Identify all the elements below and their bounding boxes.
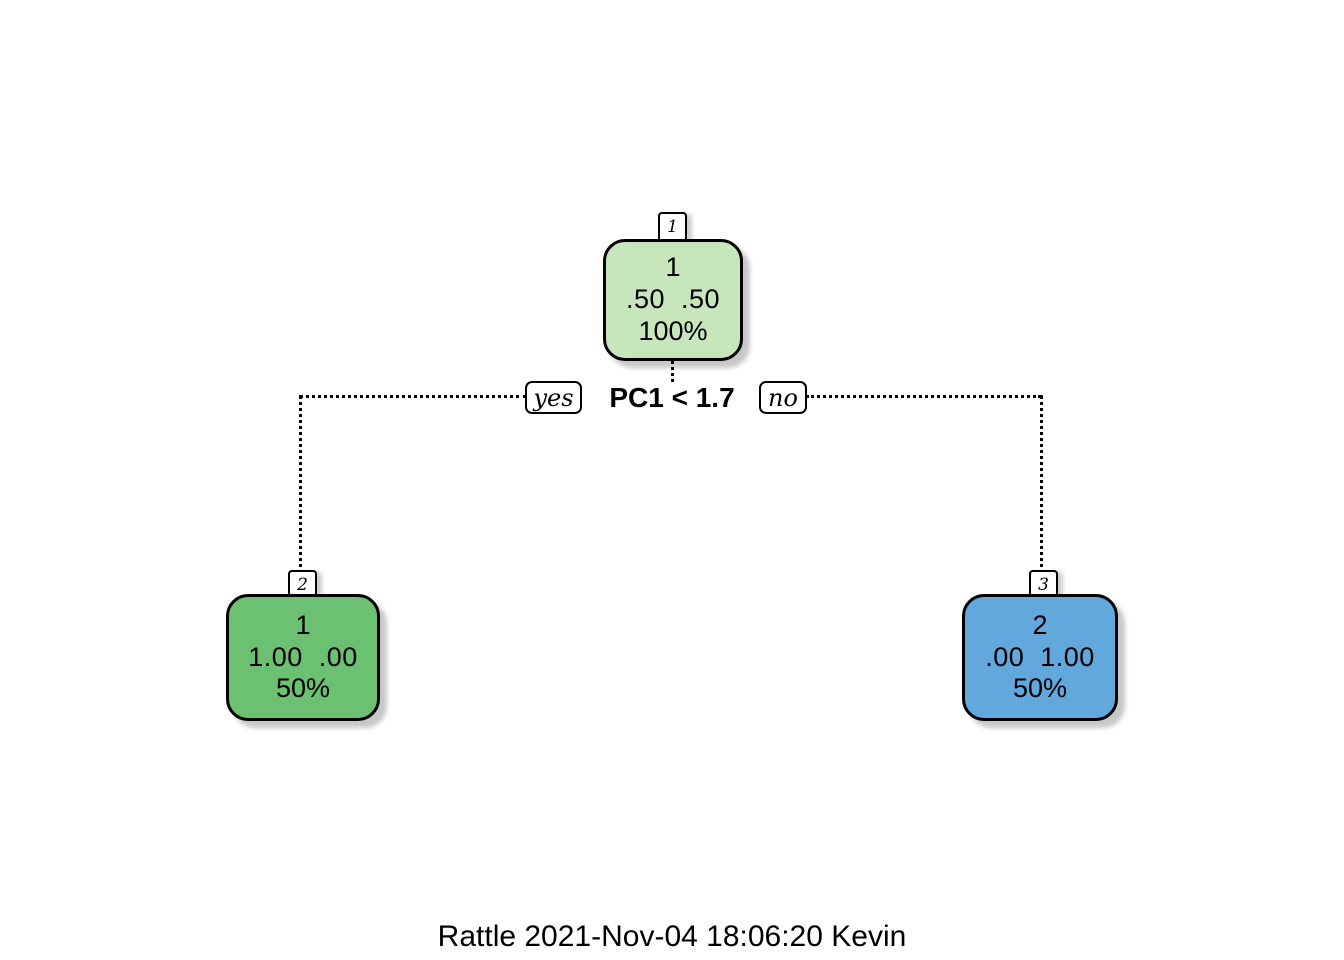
- node-3-class: 2: [1032, 609, 1048, 640]
- node-tab-2: 2: [288, 570, 317, 598]
- edge-label-yes: yes: [525, 381, 582, 414]
- edge-label-yes-text: yes: [533, 383, 574, 412]
- node-2-percent: 50%: [275, 673, 331, 704]
- split-rule-label: PC1 < 1.7: [592, 382, 752, 413]
- node-tab-1-label: 1: [667, 217, 678, 237]
- tree-node-2[interactable]: 1 1.00 .00 50%: [226, 594, 380, 721]
- node-2-class: 1: [295, 609, 311, 640]
- node-1-percent: 100%: [638, 315, 708, 346]
- node-1-class: 1: [665, 252, 681, 283]
- node-3-probabilities: .00 1.00: [985, 641, 1095, 672]
- connector-root-stub: [671, 360, 674, 396]
- node-tab-3: 3: [1029, 570, 1058, 598]
- node-tab-1: 1: [658, 212, 687, 240]
- node-tab-2-label: 2: [297, 575, 308, 595]
- footer-caption-text: Rattle 2021-Nov-04 18:06:20 Kevin: [437, 920, 907, 953]
- connector-vertical-to-node-2: [299, 395, 302, 575]
- tree-node-3[interactable]: 2 .00 1.00 50%: [962, 594, 1118, 721]
- node-3-percent: 50%: [1012, 673, 1068, 704]
- split-rule-text: PC1 < 1.7: [609, 381, 735, 413]
- connector-vertical-to-node-3: [1040, 395, 1043, 575]
- node-1-probabilities: .50 .50: [625, 284, 721, 315]
- edge-label-no: no: [759, 381, 807, 414]
- footer-caption: Rattle 2021-Nov-04 18:06:20 Kevin: [0, 920, 1344, 954]
- node-2-probabilities: 1.00 .00: [248, 641, 358, 672]
- tree-node-1[interactable]: 1 .50 .50 100%: [603, 239, 743, 361]
- node-tab-3-label: 3: [1038, 575, 1049, 595]
- connector-horizontal-left: [299, 395, 527, 398]
- edge-label-no-text: no: [768, 383, 798, 412]
- connector-horizontal-right: [806, 395, 1041, 398]
